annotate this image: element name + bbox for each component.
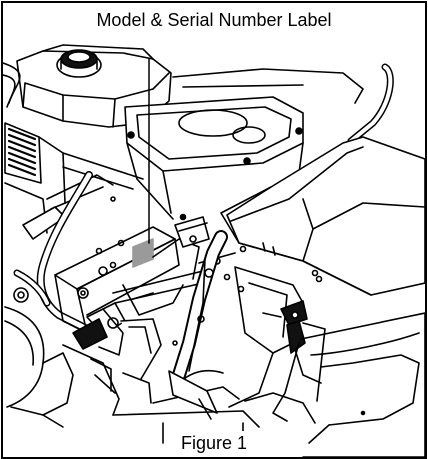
rear-shroud-edge [182,84,304,88]
serial-number-label-area [132,238,154,268]
hardware-bolts [110,196,245,346]
foot-pedal-assembly [62,302,162,416]
callout-label: Model & Serial Number Label [96,10,332,30]
seat-bracket [228,266,322,408]
left-frame-rail [3,62,21,108]
right-steering-lever [168,230,228,420]
left-fender [4,306,74,428]
rear-shroud [172,68,364,104]
fuel-cap [56,49,102,78]
seat-strut [272,320,326,422]
center-linkage [112,216,236,316]
caption-background [175,431,255,455]
figure-caption: Figure 1 [180,433,248,453]
left-steering-lever [13,171,93,333]
callout-label-background [87,7,345,33]
operator-seat [220,136,425,296]
machine-line-drawing [3,44,425,457]
right-floor-deck [244,312,425,457]
right-grab-handle [347,63,394,145]
console-tray [124,96,304,220]
